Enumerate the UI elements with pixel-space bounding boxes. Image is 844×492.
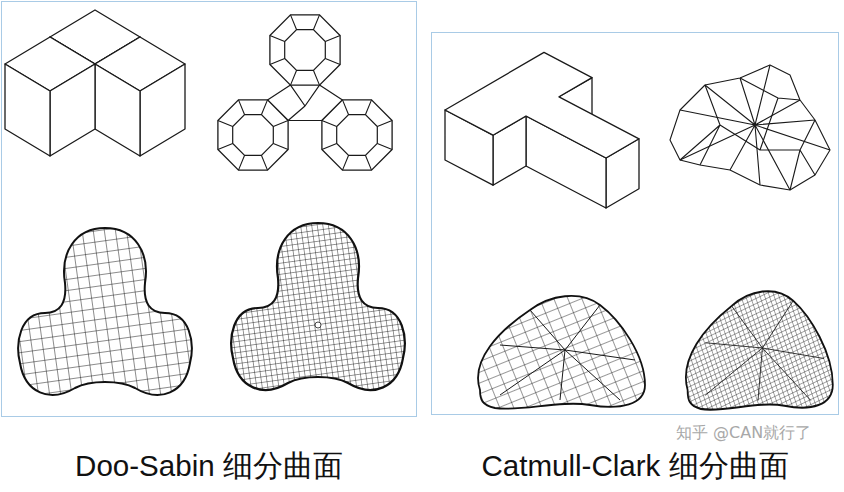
smooth-mesh-coarse — [18, 228, 191, 395]
chamfered-mesh — [218, 15, 392, 170]
cube-group — [5, 10, 185, 156]
t-block — [445, 52, 639, 208]
panel-caption: Doo-Sabin 细分曲面 — [2, 449, 416, 483]
panel-frame: Doo-Sabin 细分曲面 — [1, 1, 417, 417]
watermark: 知乎 @CAN就行了 — [676, 423, 811, 443]
smooth-mesh-coarse — [478, 296, 645, 409]
panel-frame: Catmull-Clark 细分曲面 — [431, 32, 839, 415]
smooth-mesh-fine — [231, 223, 404, 390]
panel-caption: Catmull-Clark 细分曲面 — [432, 449, 838, 483]
smooth-mesh-fine — [686, 291, 833, 410]
faceted-mesh — [670, 65, 830, 190]
